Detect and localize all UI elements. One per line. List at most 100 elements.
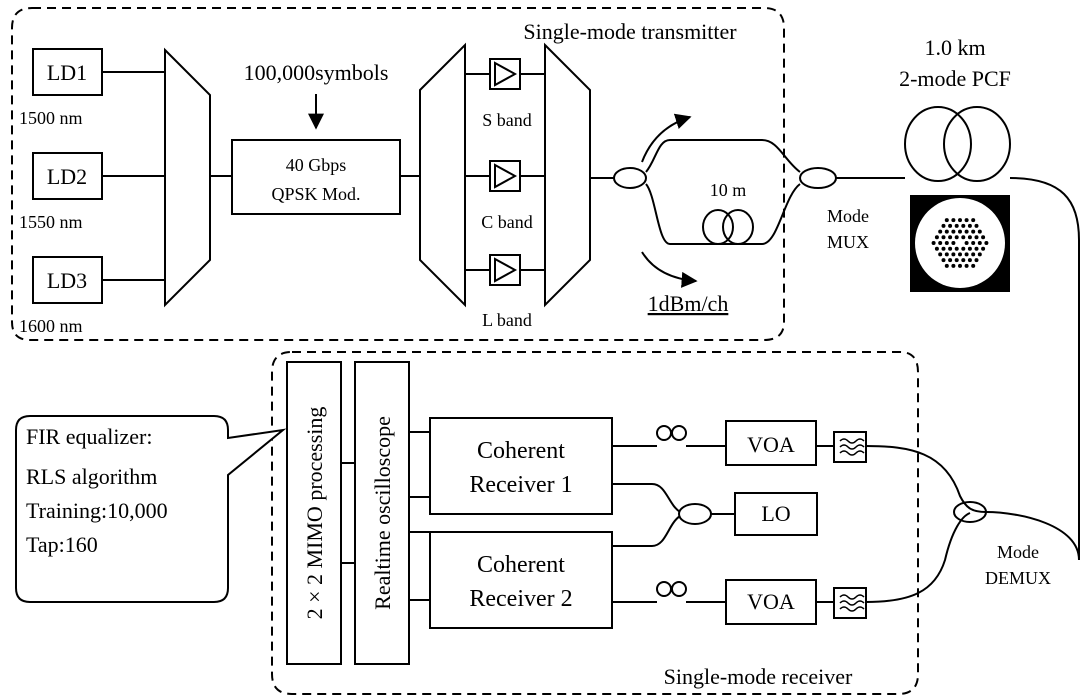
symbols-label: 100,000symbols xyxy=(244,60,389,85)
pcf-air-hole xyxy=(934,246,939,251)
lo-splitter-coupler xyxy=(678,503,712,525)
pcf-air-hole xyxy=(981,235,986,240)
fiber-filter-1-to-demux xyxy=(865,445,987,513)
pcf-air-hole xyxy=(951,218,956,223)
pcf-air-hole xyxy=(954,246,959,251)
pcf-air-hole xyxy=(951,252,956,257)
mimo-processing-label: 2 × 2 MIMO processing xyxy=(302,407,327,620)
mimo-processing-box xyxy=(286,361,342,665)
pcf-air-hole xyxy=(981,246,986,251)
delay-fiber-coil-right xyxy=(722,209,754,245)
pcf-air-hole xyxy=(948,235,953,240)
pcf-air-hole xyxy=(964,229,969,234)
mode-demux-label-line-2: DEMUX xyxy=(985,568,1051,588)
filter-2-box xyxy=(833,587,867,619)
callout-line-2: RLS algorithm xyxy=(26,464,157,489)
receiver-1-line-2: Receiver 1 xyxy=(469,472,572,498)
pcf-air-hole xyxy=(951,229,956,234)
ld2-wavelength-label: 1550 nm xyxy=(19,212,83,232)
pcf-air-hole xyxy=(974,246,979,251)
voa-1-box xyxy=(725,420,817,466)
pcf-air-hole xyxy=(941,258,946,263)
ld3-label: LD3 xyxy=(47,268,87,293)
callout-line-3: Training:10,000 xyxy=(26,498,168,523)
voa-2-label: VOA xyxy=(747,589,795,614)
ld1-wavelength-label: 1500 nm xyxy=(19,108,83,128)
pcf-air-hole xyxy=(948,223,953,228)
pcf-air-hole xyxy=(958,218,962,223)
pcf-air-hole xyxy=(958,263,962,268)
s-band-amplifier-icon xyxy=(494,61,518,87)
voa-1-label: VOA xyxy=(747,432,795,457)
pcf-air-hole xyxy=(967,258,972,263)
fiber-length-label: 1.0 km xyxy=(924,35,985,60)
pcf-air-hole xyxy=(961,246,966,251)
pcf-air-hole xyxy=(964,218,969,223)
pcf-air-hole xyxy=(944,252,949,257)
pcf-air-hole xyxy=(971,241,976,245)
receiver-1-line-1: Coherent xyxy=(477,438,565,464)
pcf-air-hole xyxy=(958,252,962,257)
pcf-air-hole xyxy=(941,246,946,251)
splitter-coupler xyxy=(613,167,647,189)
pcf-air-hole xyxy=(938,229,943,234)
receiver-1-fiber-loop-left xyxy=(656,425,672,441)
pcf-air-hole xyxy=(944,218,949,223)
c-band-amplifier-box xyxy=(489,160,521,192)
lo-fiber-to-receiver-1 xyxy=(612,483,681,513)
ld2-label: LD2 xyxy=(47,164,87,189)
pcf-air-hole xyxy=(971,252,976,257)
mode-mux-coupler xyxy=(799,167,837,189)
realtime-oscilloscope-box xyxy=(354,361,410,665)
pcf-air-hole xyxy=(941,235,946,240)
receiver-title: Single-mode receiver xyxy=(664,664,853,689)
pcf-air-hole xyxy=(977,229,982,234)
pcf-air-hole xyxy=(948,246,953,251)
pcf-air-hole xyxy=(934,235,939,240)
pcf-air-hole xyxy=(974,235,979,240)
lower-phase-arrow xyxy=(641,251,698,288)
pcf-air-hole xyxy=(974,258,979,263)
wavelength-multiplexer xyxy=(164,47,211,308)
mode-demux-coupler xyxy=(953,501,987,523)
mode-demux-label-line-1: Mode xyxy=(997,542,1039,562)
receiver-boundary xyxy=(271,351,919,695)
ld3-wavelength-label: 1600 nm xyxy=(19,316,83,336)
lo-label: LO xyxy=(761,501,790,526)
lower-fiber-arm xyxy=(645,183,801,245)
pcf-air-hole xyxy=(971,218,976,223)
pcf-air-hole xyxy=(977,241,982,245)
pcf-air-hole xyxy=(951,263,956,268)
pcf-air-hole xyxy=(938,241,943,245)
l-band-amplifier-box xyxy=(489,254,521,286)
receiver-2-line-1: Coherent xyxy=(477,552,565,578)
pcf-air-hole xyxy=(961,258,966,263)
pcf-air-hole xyxy=(967,223,972,228)
pcf-air-hole xyxy=(958,229,962,234)
pcf-fiber-coil-left xyxy=(904,106,972,182)
fiber-to-demux xyxy=(985,511,1080,561)
callout-line-1: FIR equalizer: xyxy=(26,424,152,449)
filter-1-icon xyxy=(839,438,865,456)
pcf-air-hole xyxy=(964,252,969,257)
equalizer-callout-bubble xyxy=(15,415,287,603)
pcf-air-hole xyxy=(961,223,966,228)
ld1-label: LD1 xyxy=(47,60,87,85)
receiver-2-fiber-loop-right xyxy=(671,581,687,597)
pcf-air-holes xyxy=(931,218,989,268)
realtime-oscilloscope-label: Realtime oscilloscope xyxy=(370,416,395,610)
pcf-air-hole xyxy=(944,229,949,234)
band-demultiplexer xyxy=(419,42,466,308)
transmitter-boundary xyxy=(11,7,785,341)
callout-line-4: Tap:160 xyxy=(26,532,98,557)
pcf-cladding xyxy=(915,198,1005,288)
upper-phase-arrow xyxy=(641,113,692,163)
local-oscillator-box xyxy=(734,492,818,536)
pcf-air-hole xyxy=(964,263,969,268)
s-band-amplifier-box xyxy=(489,58,521,90)
mode-mux-label-line-1: Mode xyxy=(827,206,869,226)
pcf-air-hole xyxy=(974,223,979,228)
pcf-air-hole xyxy=(944,263,949,268)
power-label: 1dBm/ch xyxy=(648,291,729,316)
